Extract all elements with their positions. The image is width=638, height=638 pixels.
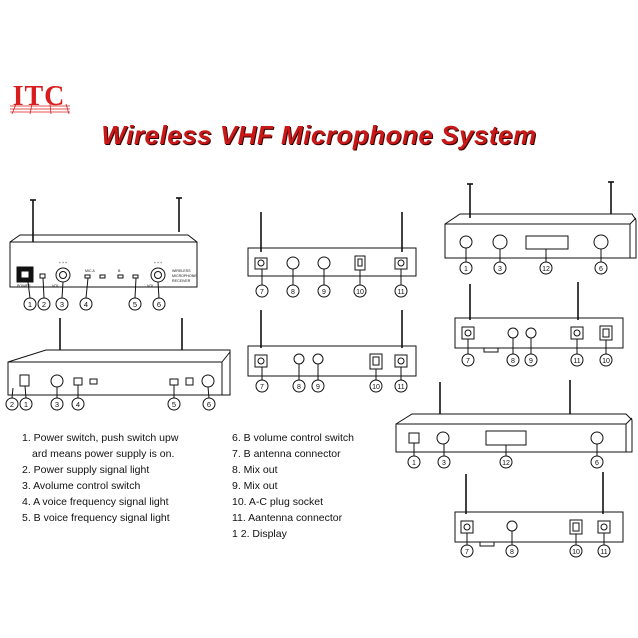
logo-grid-lines: [10, 104, 70, 114]
callout-7: 7: [260, 384, 264, 391]
legend-item: 1 2. Display: [232, 528, 287, 540]
callout-8: 8: [297, 384, 301, 391]
callout-4: 4: [76, 400, 80, 409]
callout-7: 7: [260, 289, 264, 296]
brand-line-3: RECEIVER: [172, 279, 191, 283]
volume-label-b: VOL: [147, 284, 154, 288]
svg-text:+ + +: + + +: [59, 261, 67, 265]
callout-8: 8: [510, 549, 514, 556]
callout-3: 3: [442, 460, 446, 467]
callout-10: 10: [602, 358, 610, 365]
display-unit-1: 1 3 12 6: [444, 181, 637, 275]
legend-item: 2. Power supply signal light: [22, 464, 150, 476]
brand-line-2: MICROPHONE: [172, 274, 197, 278]
callout-1: 1: [412, 460, 416, 467]
svg-text:+ + +: + + +: [154, 261, 162, 265]
itc-logo: ITC: [8, 80, 70, 114]
front-panel-unit: + + + + + + POWER VOL VOL MIC A B WIRELE…: [9, 197, 198, 311]
callout-6: 6: [595, 460, 599, 467]
legend-item: 4. A voice frequency signal light: [22, 496, 169, 508]
callout-12: 12: [502, 460, 510, 467]
legend-item: 7. B antenna connector: [232, 448, 341, 460]
callout-3: 3: [498, 266, 502, 273]
rear-panel-unit-2: 7 8 9 10 11: [247, 310, 417, 393]
rear-panel-unit-1: 7 8 9 10 11: [247, 212, 417, 298]
rear-panel-unit-4: 7 8 10 11: [454, 472, 624, 558]
rear-panel-unit-3: 7 8 9 11 10: [454, 282, 624, 367]
legend-item: 10. A-C plug socket: [232, 496, 324, 508]
callout-6: 6: [207, 400, 211, 409]
legend-item: 6. B volume control switch: [232, 432, 354, 444]
callout-10: 10: [372, 384, 380, 391]
callout-3: 3: [60, 300, 64, 309]
callout-11: 11: [600, 549, 607, 556]
legend-item: 8. Mix out: [232, 464, 278, 476]
callout-9: 9: [529, 358, 533, 365]
legend-left: 1. Power switch, push switch upw ard mea…: [22, 430, 232, 526]
callout-1: 1: [24, 400, 28, 409]
display-unit-2: 1 3 12 6: [395, 380, 633, 469]
mic-a-label: MIC A: [85, 269, 95, 273]
callout-5: 5: [133, 300, 137, 309]
callout-12: 12: [542, 266, 550, 273]
callout-1: 1: [464, 266, 468, 273]
callout-9: 9: [322, 289, 326, 296]
callout-5: 5: [172, 400, 176, 409]
callout-11: 11: [397, 384, 404, 391]
page-title: Wireless VHF Microphone System: [101, 120, 537, 150]
callout-7: 7: [465, 549, 469, 556]
callout-9: 9: [316, 384, 320, 391]
callout-6: 6: [599, 266, 603, 273]
callout-4: 4: [84, 300, 88, 309]
callout-8: 8: [291, 289, 295, 296]
callout-11: 11: [397, 289, 404, 296]
callout-2: 2: [10, 400, 14, 409]
legend-item: 3. Avolume control switch: [22, 480, 141, 492]
legend-item: 5. B voice frequency signal light: [22, 512, 170, 524]
callout-1: 1: [28, 300, 32, 309]
callout-3: 3: [55, 400, 59, 409]
brand-line-1: WIRELESS: [172, 269, 191, 273]
logo-text: ITC: [12, 81, 66, 112]
callout-10: 10: [356, 289, 364, 296]
volume-label-a: VOL: [52, 284, 59, 288]
perspective-unit: 2 1 3 4 5 6: [5, 318, 231, 411]
legend-right: 6. B volume control switch 7. B antenna …: [232, 430, 392, 542]
callout-2: 2: [42, 300, 46, 309]
legend-item: 9. Mix out: [232, 480, 278, 492]
callout-10: 10: [572, 549, 580, 556]
b-label: B: [118, 269, 121, 273]
legend-item: 1. Power switch, push switch upw: [22, 432, 179, 444]
callout-11: 11: [573, 358, 580, 365]
power-label: POWER: [17, 284, 31, 288]
callout-8: 8: [511, 358, 515, 365]
legend-item: 11. Aantenna connector: [232, 512, 343, 524]
callout-6: 6: [157, 300, 161, 309]
callout-7: 7: [466, 358, 470, 365]
legend-item: ard means power supply is on.: [32, 448, 175, 460]
